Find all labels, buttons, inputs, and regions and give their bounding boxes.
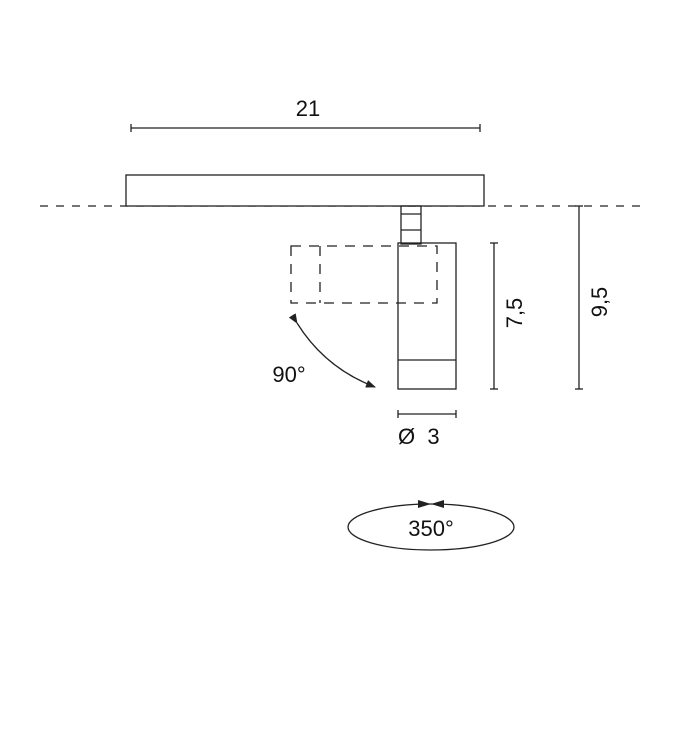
diameter-dimension	[397, 410, 457, 418]
tilt-label: 90°	[272, 362, 305, 387]
rotation-arrows-icon	[418, 500, 444, 508]
tilt-arrow-icon	[288, 313, 376, 388]
spot-body	[397, 242, 457, 390]
total-height-label: 9,5	[587, 287, 612, 318]
body-height-label: 7,5	[502, 298, 527, 329]
mounting-plate	[125, 174, 485, 207]
tilted-position-outline	[290, 245, 438, 304]
diameter-label: Ø 3	[398, 424, 440, 449]
stem	[400, 205, 422, 245]
body-height-dimension	[490, 242, 498, 390]
width-dimension	[130, 124, 481, 132]
total-height-dimension	[575, 205, 583, 390]
width-label: 21	[296, 96, 320, 121]
rotation-label: 350°	[408, 516, 454, 541]
